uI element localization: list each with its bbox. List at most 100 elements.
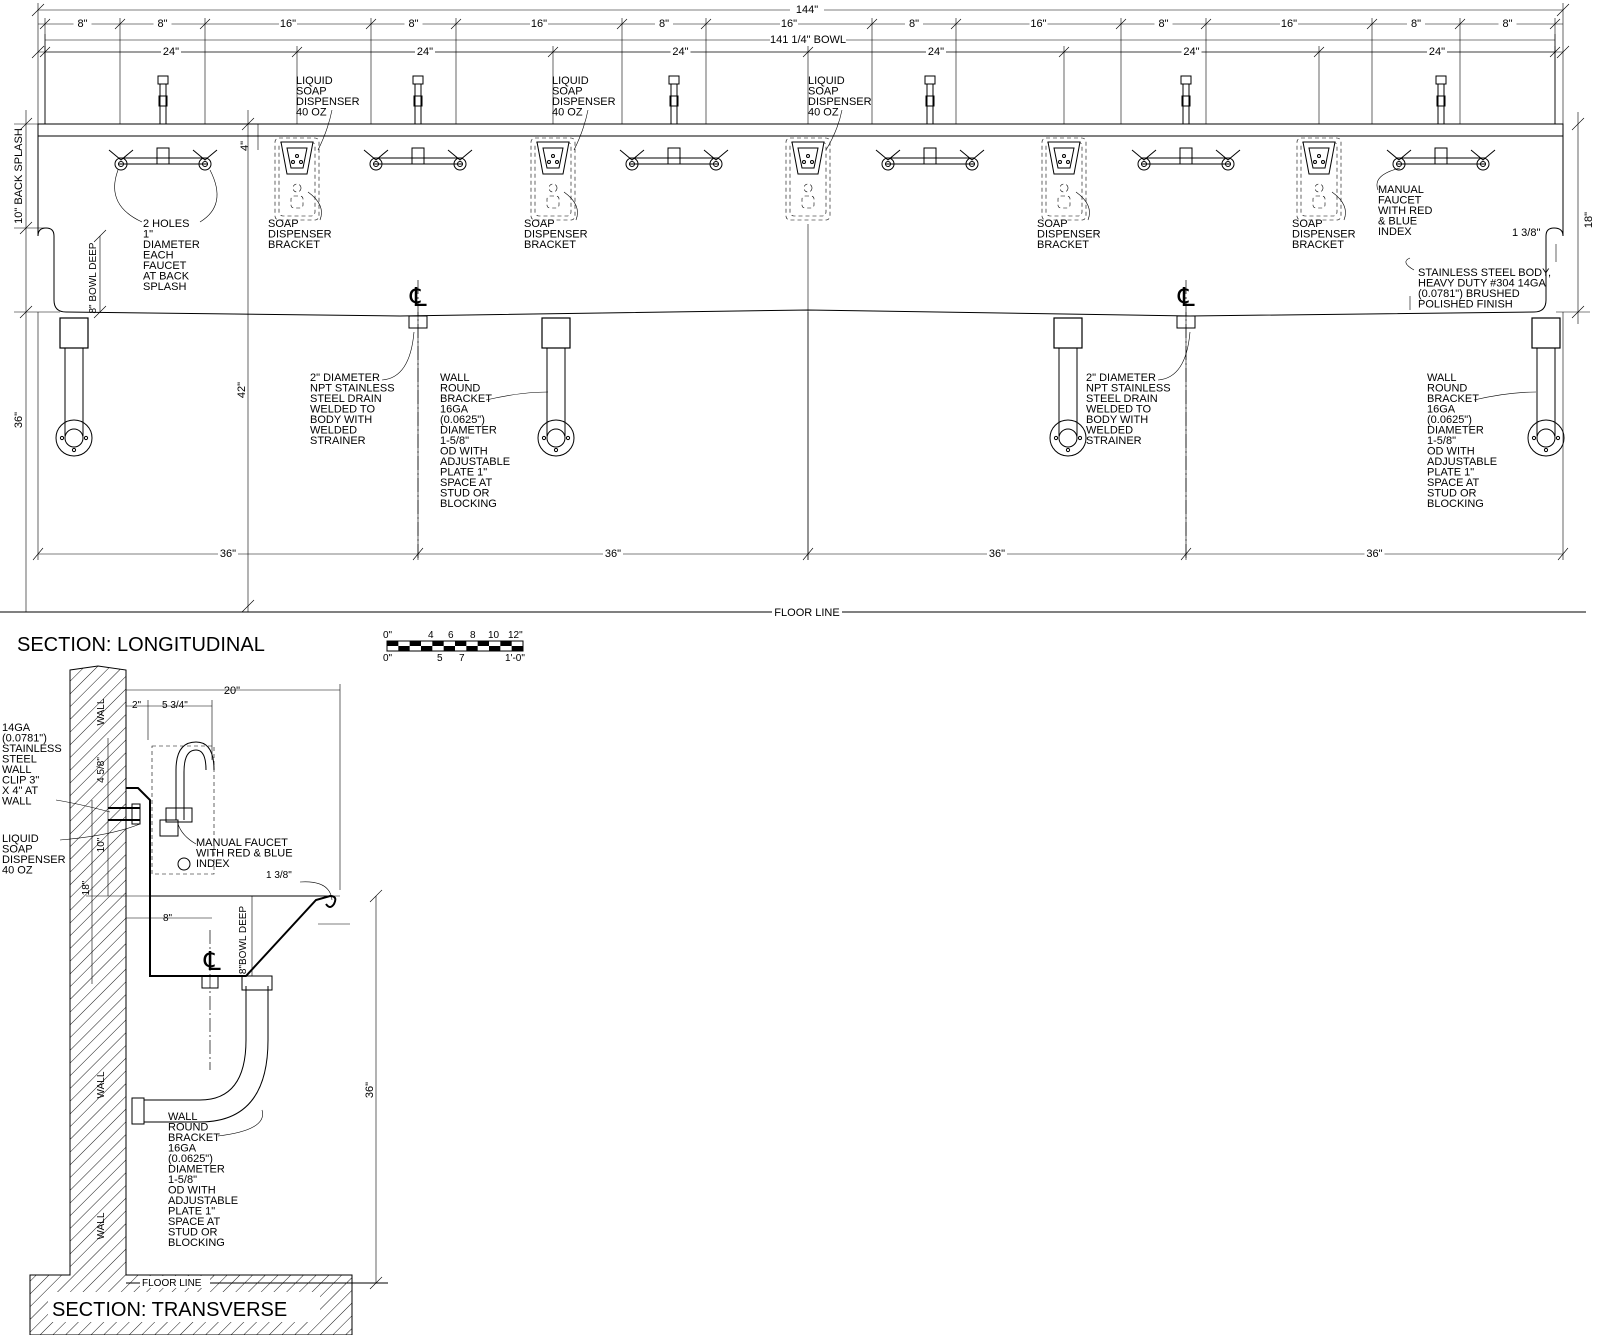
note-line: ROUND — [440, 383, 480, 395]
note-line: STRAINER — [310, 435, 366, 447]
note-line: DISPENSER — [1292, 229, 1356, 241]
floor-line-transverse: FLOOR LINE — [142, 1278, 202, 1289]
note-line: NPT STAINLESS — [310, 383, 395, 395]
chain-dim-label: 16" — [781, 18, 797, 30]
dim-10-label: 10" — [96, 837, 107, 852]
floor-line-label: FLOOR LINE — [774, 607, 839, 619]
note-line: 1" — [143, 229, 153, 241]
depth-20-label: 20" — [224, 685, 240, 697]
scale-bottom-7: 7 — [459, 653, 465, 664]
dim-8-label: 8" — [163, 913, 173, 924]
note-line: STEEL DRAIN — [1086, 393, 1158, 405]
wall-label-mid: WALL — [96, 1071, 107, 1098]
station-dim-label: 24" — [928, 46, 944, 58]
note-line: STEEL DRAIN — [310, 393, 382, 405]
note-line: 16GA — [1427, 404, 1456, 416]
note-line: 16GA — [168, 1143, 197, 1155]
scale-bar-blocks — [386, 640, 524, 652]
note-line: (0.0781") — [2, 733, 47, 745]
station-dim-label: 24" — [672, 46, 688, 58]
note-line: DISPENSER — [1037, 229, 1101, 241]
note-line: PLATE 1" — [440, 467, 487, 479]
chain-dim-label: 16" — [1281, 18, 1297, 30]
note-line: WALL — [168, 1111, 198, 1123]
note-line: WALL — [2, 796, 32, 808]
note-line: WELDED TO — [310, 404, 375, 416]
note-line: 1-5/8" — [440, 435, 469, 447]
note-line: 40 OZ — [2, 865, 33, 877]
note-line: X 4" AT — [2, 785, 38, 797]
wall-bracket-longitudinal — [537, 317, 575, 457]
note-line: SOAP — [2, 844, 33, 856]
transverse-title: SECTION: TRANSVERSE — [52, 1299, 287, 1321]
soap-dispensers — [274, 137, 1342, 221]
note-line: (0.0781") BRUSHED — [1418, 288, 1520, 300]
wall-label-bottom: WALL — [96, 1212, 107, 1239]
station-dim-label: 24" — [1429, 46, 1445, 58]
scale-bar: 0" 4 6 8 10 12" 0" 5 7 1'-0" — [383, 630, 525, 664]
note-line: SOAP — [808, 86, 839, 98]
note-line: FAUCET — [143, 260, 187, 272]
dim-18-label: 18" — [81, 880, 92, 895]
note-line: DIAMETER — [440, 425, 497, 437]
note-line: STRAINER — [1086, 435, 1142, 447]
back-splash-label: 10" BACK SPLASH — [13, 128, 25, 224]
note-line: ROUND — [168, 1122, 208, 1134]
note-line: DISPENSER — [552, 96, 616, 108]
note-line: DISPENSER — [524, 229, 588, 241]
note-line: BODY WITH — [1086, 414, 1148, 426]
note-line: STUD OR — [440, 488, 490, 500]
note-line: BRACKET — [1037, 239, 1089, 251]
note-line: SOAP — [296, 86, 327, 98]
note-line: SPACE AT — [1427, 477, 1479, 489]
bowl-deep-8-text: 8" BOWL DEEP — [88, 242, 99, 313]
longitudinal-section: 144" 141 1/4" BOWL 8"8"16"8"16"8"16"8"16… — [0, 3, 1595, 656]
scale-top-0: 0" — [383, 630, 393, 641]
note-line: DISPENSER — [2, 854, 66, 866]
scale-top-6: 6 — [448, 630, 454, 641]
faucet-longitudinal — [1386, 75, 1496, 171]
stainless-body-note: STAINLESS STEEL BODY,HEAVY DUTY #304 14G… — [1418, 267, 1551, 311]
note-line: 2 HOLES — [143, 218, 189, 230]
bowl-deep-8-label: 8" BOWL DEEP — [88, 242, 99, 313]
note-line: STAINLESS STEEL BODY, — [1418, 267, 1551, 279]
wall-bracket-longitudinal — [1049, 317, 1087, 457]
faucet-longitudinal — [1131, 75, 1241, 171]
faucet-longitudinal — [108, 75, 218, 171]
note-line: OD WITH — [1427, 446, 1475, 458]
overall-width-label: 144" — [796, 4, 818, 16]
note-line: SOAP — [524, 218, 555, 230]
right-vertical-dimensions: 18" 1 3/8" — [1512, 112, 1595, 324]
rim-right-label: 1 3/8" — [1512, 227, 1540, 239]
bottom-dim-label: 36" — [989, 548, 1005, 560]
note-line: DIAMETER — [143, 239, 200, 251]
station-dim-label: 24" — [417, 46, 433, 58]
note-line: OD WITH — [440, 446, 488, 458]
note-line: SPACE AT — [440, 477, 492, 489]
scale-bottom-5: 5 — [437, 653, 443, 664]
chain-dim-label: 8" — [1502, 18, 1512, 30]
transverse-wall-bracket — [131, 975, 273, 1125]
rim-transverse: 1 3/8" — [266, 870, 292, 881]
offset-2-label: 2" — [132, 700, 142, 711]
scale-top-12: 12" — [508, 630, 523, 641]
note-line: SOAP — [268, 218, 299, 230]
note-line: STUD OR — [168, 1227, 218, 1239]
transverse-section: SECTION: TRANSVERSE WALL WALL WALL 20" 2… — [2, 665, 388, 1335]
note-line: BRACKET — [1292, 239, 1344, 251]
chain-dim-label: 16" — [531, 18, 547, 30]
note-line: 40 OZ — [296, 107, 327, 119]
note-line: POLISHED FINISH — [1418, 299, 1513, 311]
splash-offset-label: 4" — [239, 141, 251, 151]
note-line: SOAP — [1292, 218, 1323, 230]
height-18-right: 18" — [1583, 212, 1595, 228]
note-line: WITH RED & BLUE — [196, 848, 293, 860]
height-36-left: 36" — [13, 412, 25, 428]
note-line: PLATE 1" — [168, 1206, 215, 1218]
